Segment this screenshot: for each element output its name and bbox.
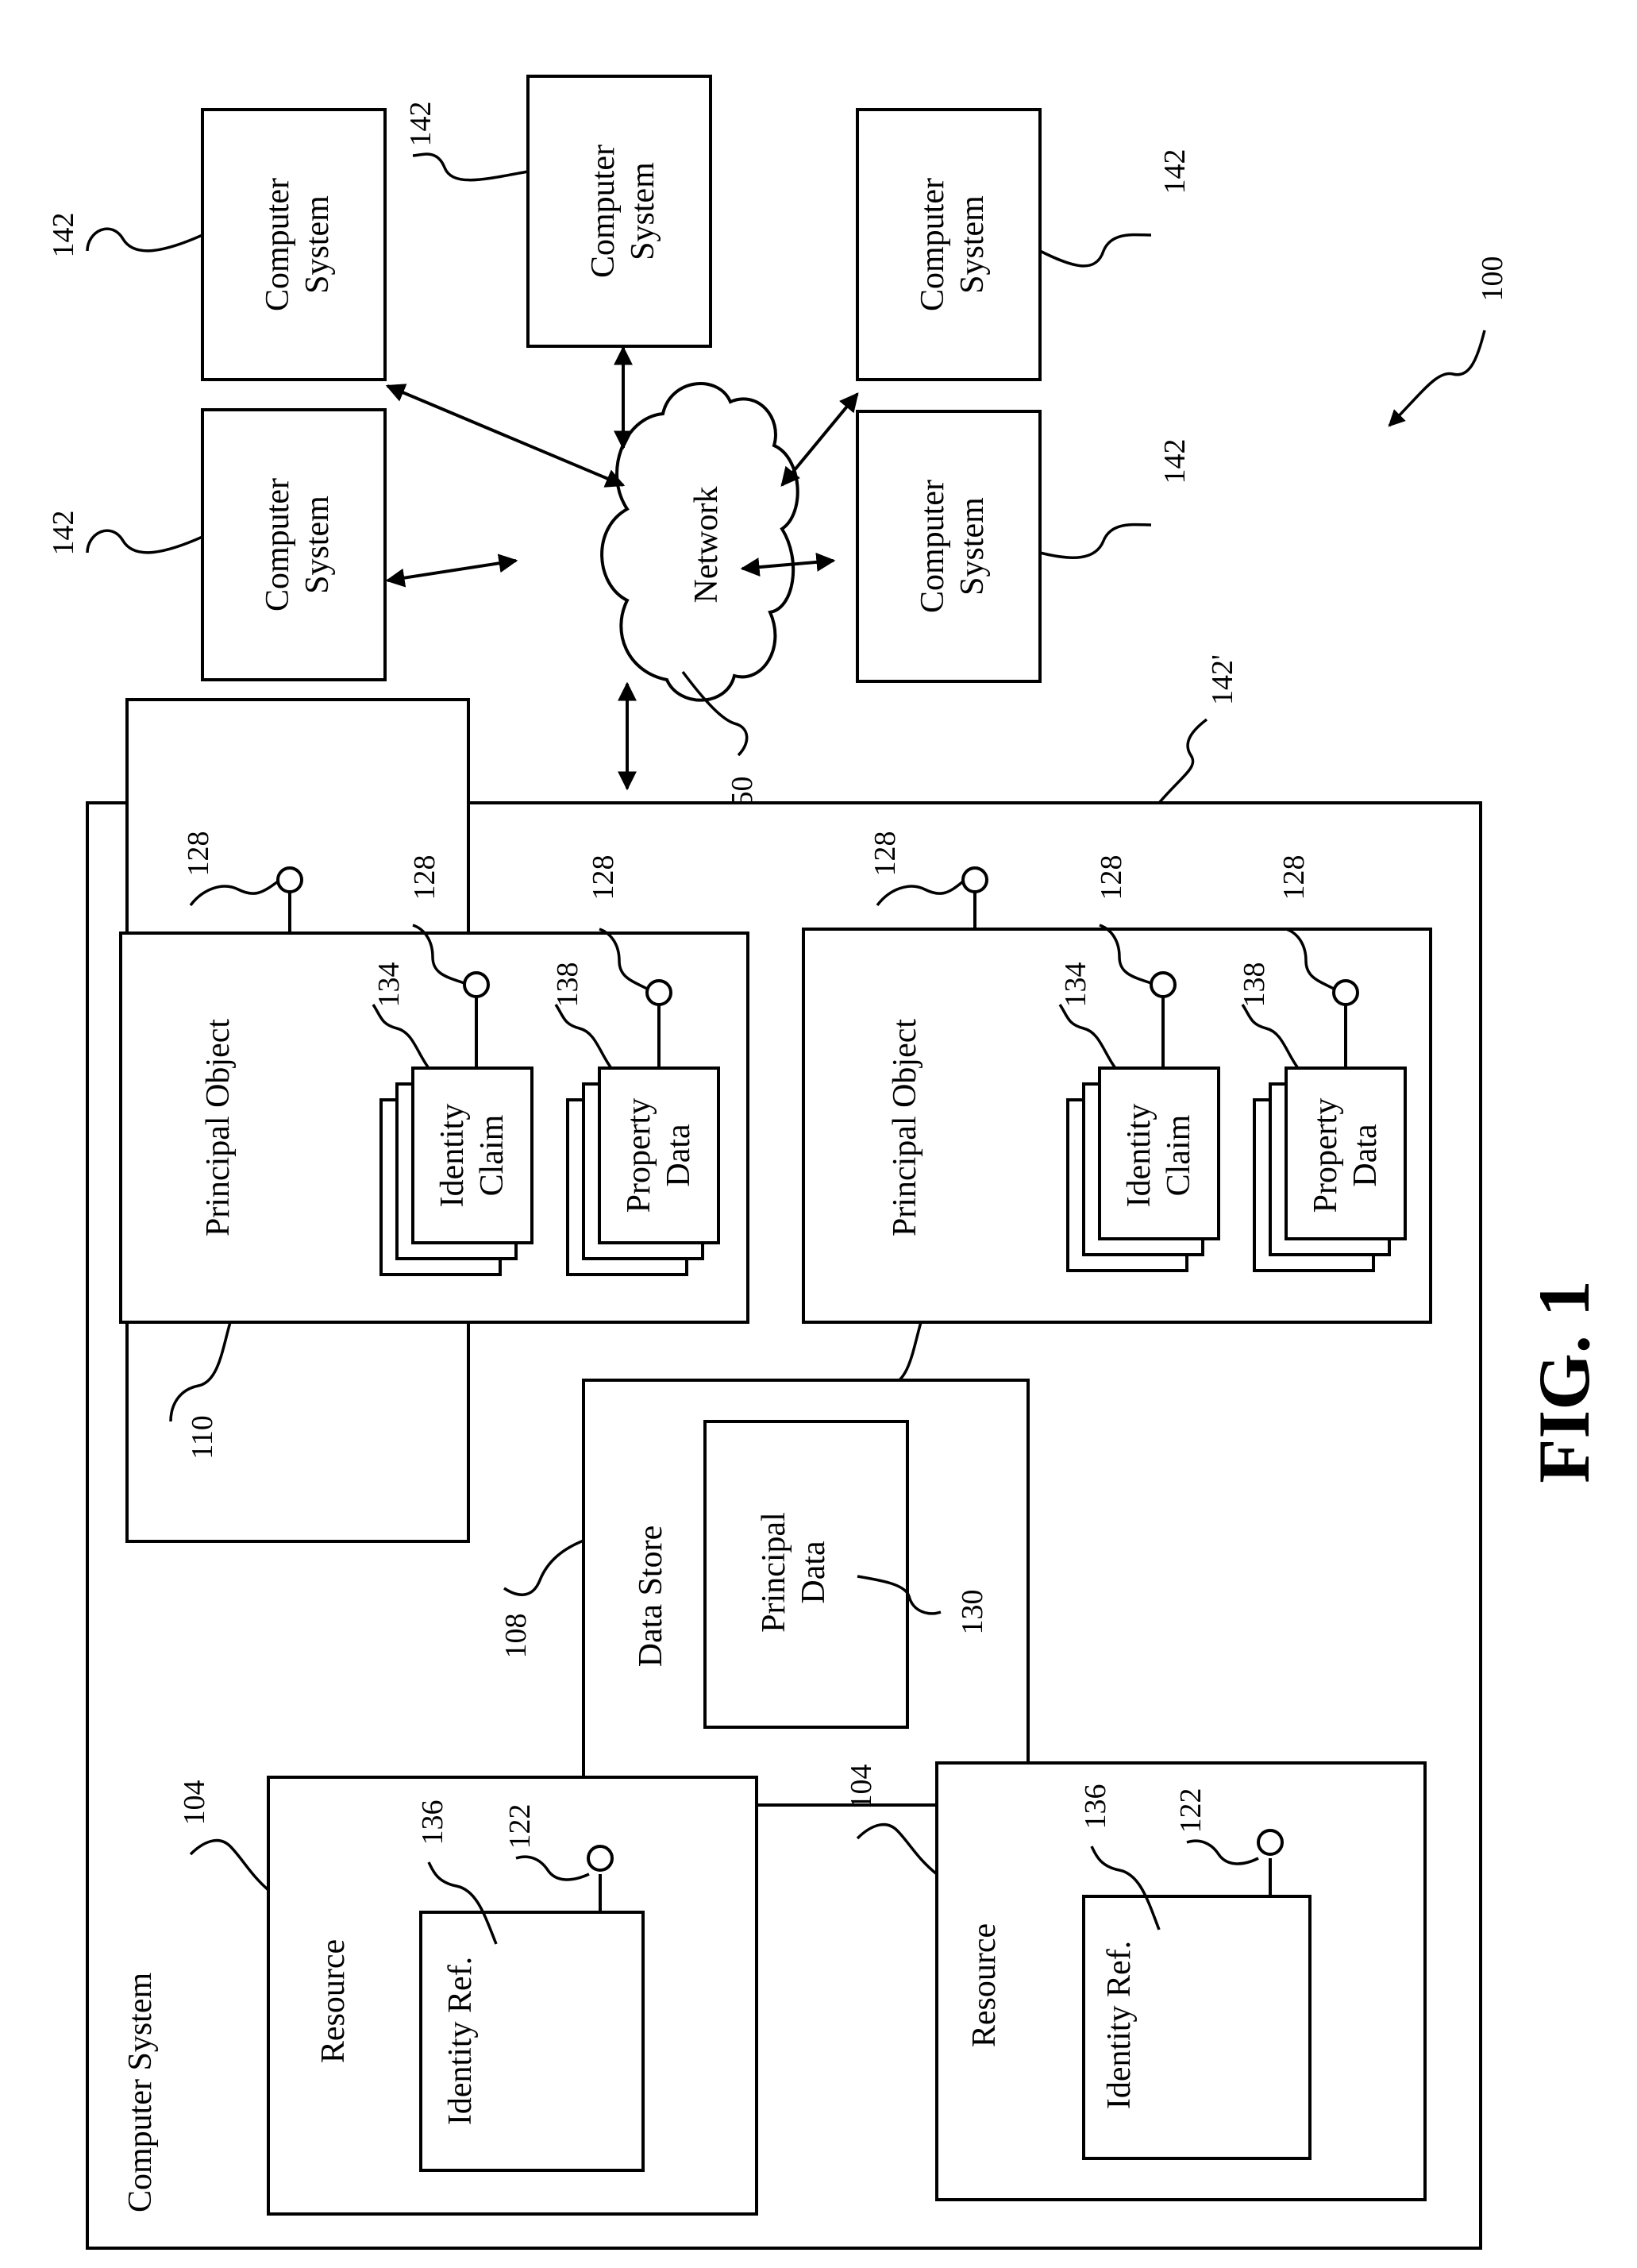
computer-system-label: System [299, 496, 336, 594]
computer-system-label: System [954, 195, 991, 294]
computer-system-label: Computer [915, 480, 951, 613]
identity-claim-ref: 134 [1059, 962, 1092, 1008]
identity-ref-ref: 136 [1079, 1784, 1112, 1830]
principal-object-label: Principal Object [887, 1019, 923, 1236]
computer-system-left-upper: Computer System [202, 110, 385, 380]
figure-label: FIG. 1 [1523, 1280, 1604, 1483]
interface-circle [464, 973, 488, 997]
interface-ref: 128 [869, 831, 902, 877]
computer-system-ref: 142 [47, 511, 80, 556]
computer-system-ref: 142 [1158, 439, 1192, 484]
ref-leader [87, 530, 202, 553]
interface-ref: 128 [408, 855, 441, 901]
interface-circle [278, 868, 302, 892]
link-arrow [387, 386, 623, 485]
identity-claim-label: Claim [474, 1114, 510, 1196]
interface-circle [588, 1846, 612, 1870]
computer-system-right-lower: Computer System [857, 411, 1040, 681]
resource-interface-ref: 122 [503, 1804, 537, 1850]
identity-ref-ref: 136 [416, 1800, 449, 1846]
identity-claim-ref: 134 [372, 962, 406, 1008]
interface-ref: 128 [1277, 855, 1311, 901]
resource-label: Resource [315, 1939, 352, 2063]
principal-object-ref: 110 [186, 1415, 219, 1460]
interface-circle [1151, 973, 1175, 997]
property-data-ref: 138 [1238, 962, 1271, 1008]
link-arrow [782, 394, 857, 485]
interface-circle [1334, 981, 1358, 1005]
interface-ref: 128 [587, 855, 620, 901]
identity-claim-label: Identity [1121, 1104, 1157, 1208]
outer-computer-system-label: Computer System [122, 1973, 159, 2212]
computer-system-label: System [299, 195, 336, 294]
computer-system-top: Computer System [528, 76, 711, 346]
system-ref: 100 [1476, 256, 1509, 302]
resource-interface-ref: 122 [1174, 1788, 1208, 1834]
principal-data-label: Data [795, 1541, 832, 1604]
link-arrow [387, 561, 516, 580]
interface-ref: 128 [1095, 855, 1128, 901]
interface-circle [1258, 1830, 1282, 1854]
outer-computer-system-ref: 142' [1206, 654, 1239, 705]
data-store-ref: 108 [499, 1614, 533, 1659]
property-data-label: Data [661, 1124, 697, 1187]
interface-circle [647, 981, 671, 1005]
computer-system-label: Computer [585, 145, 622, 278]
interface-ref: 128 [182, 831, 215, 877]
computer-system-ref: 142 [404, 102, 437, 147]
computer-system-ref: 142 [1158, 149, 1192, 195]
property-data-label: Data [1347, 1124, 1384, 1187]
computer-system-label: Computer [260, 478, 296, 611]
property-data-ref: 138 [551, 962, 584, 1008]
resource-label: Resource [966, 1923, 1003, 2047]
system-leader [1389, 330, 1485, 426]
ref-leader [413, 154, 528, 180]
resource-ref: 104 [178, 1780, 211, 1826]
resource-ref: 104 [845, 1765, 878, 1810]
identity-ref-label: Identity Ref. [1101, 1941, 1138, 2109]
ref-leader [1040, 235, 1151, 266]
interface-circle [963, 868, 987, 892]
outer-ref-leader [1159, 719, 1207, 803]
network-label: Network [688, 487, 725, 604]
computer-system-ref: 142 [47, 213, 80, 258]
identity-ref-label: Identity Ref. [442, 1957, 479, 2125]
data-store-label: Data Store [633, 1526, 669, 1667]
identity-claim-label: Identity [434, 1104, 471, 1208]
principal-data-ref: 130 [956, 1590, 989, 1635]
property-data-label: Property [621, 1098, 657, 1213]
computer-system-label: System [954, 497, 991, 596]
principal-object-label: Principal Object [200, 1019, 237, 1236]
ref-leader [87, 229, 202, 251]
principal-data-label: Principal [756, 1512, 792, 1633]
property-data-label: Property [1308, 1098, 1344, 1213]
computer-system-label: Computer [260, 178, 296, 311]
computer-system-label: Computer [915, 178, 951, 311]
computer-system-left-lower: Computer System [202, 410, 385, 680]
ref-leader [1040, 525, 1151, 558]
identity-claim-label: Claim [1161, 1114, 1197, 1196]
computer-system-right-upper: Computer System [857, 110, 1040, 380]
computer-system-label: System [625, 162, 661, 260]
